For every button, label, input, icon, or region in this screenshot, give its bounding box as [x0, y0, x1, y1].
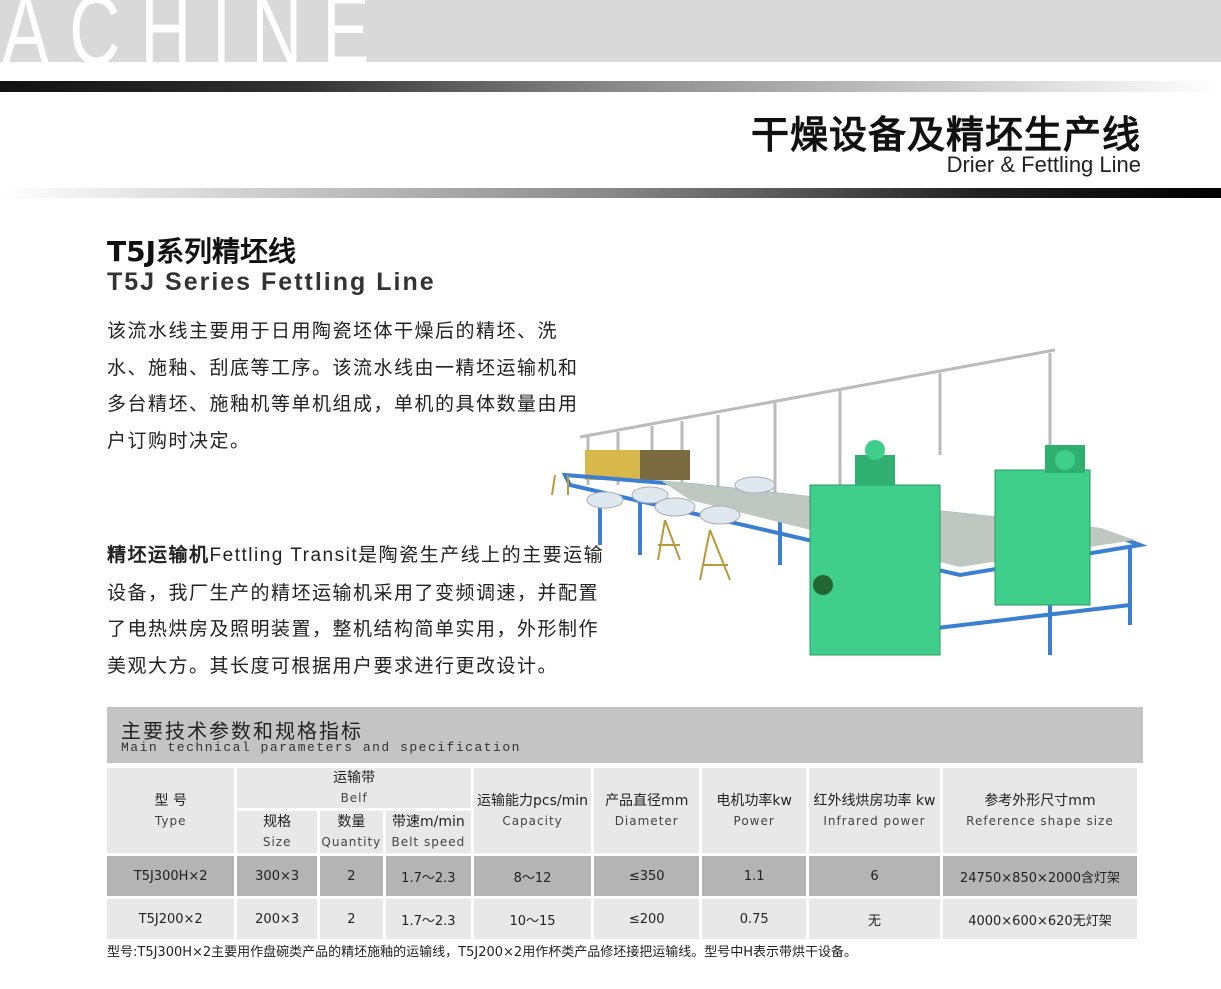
cell-infrared: 无 [809, 899, 940, 939]
divider-bar [0, 188, 1221, 198]
stands [551, 474, 731, 581]
cell-capacity: 8～12 [473, 856, 592, 896]
table-note: 型号:T5J300H×2主要用作盘碗类产品的精坯施釉的运输线，T5J200×2用… [107, 945, 857, 960]
transit-text: 是陶瓷生产线上的主要运输设备，我厂生产的精坯运输机采用了变频调速，并配置了电热烘… [107, 544, 605, 677]
table-title: 主要技术参数和规格指标 [121, 719, 363, 743]
transit-lead: 精坯运输机 [107, 544, 210, 566]
divider-bar [0, 81, 1221, 92]
cell-shape: 24750×850×2000含灯架 [942, 856, 1137, 896]
intro-paragraph: 该流水线主要用于日用陶瓷坯体干燥后的精坯、洗水、施釉、刮底等工序。该流水线由一精… [107, 320, 579, 452]
fettling-machine-1 [809, 440, 941, 656]
dryer-box [585, 450, 690, 480]
cell-shape: 4000×600×620无灯架 [942, 899, 1137, 939]
cell-size: 300×3 [237, 856, 317, 896]
table-row: T5J200×2 200×3 2 1.7～2.3 10～15 ≤200 0.75… [107, 899, 1137, 939]
cell-quantity: 2 [319, 899, 383, 939]
cell-capacity: 10～15 [473, 899, 592, 939]
table-row: T5J300H×2 300×3 2 1.7～2.3 8～12 ≤350 1.1 … [107, 856, 1137, 896]
cell-speed: 1.7～2.3 [385, 856, 471, 896]
cell-infrared: 6 [809, 856, 940, 896]
plates [586, 476, 776, 525]
cell-power: 1.1 [702, 856, 807, 896]
page-title: 干燥设备及精坯生产线 [750, 113, 1141, 157]
banner-watermark: ACHINE [2, 0, 390, 85]
cell-speed: 1.7～2.3 [385, 899, 471, 939]
page-subtitle: Drier & Fettling Line [946, 152, 1141, 177]
product-photo [551, 348, 1148, 656]
cell-power: 0.75 [702, 899, 807, 939]
fettling-machine-2 [994, 445, 1091, 606]
section-subtitle: T5J Series Fettling Line [107, 268, 436, 296]
table-subtitle: Main technical parameters and specificat… [121, 740, 521, 755]
transit-lead-en: Fettling Transit [209, 545, 359, 566]
cell-type: T5J300H×2 [107, 856, 235, 896]
section-title: T5J系列精坯线 [107, 235, 297, 268]
table-title-band: 主要技术参数和规格指标 Main technical parameters an… [107, 707, 1143, 763]
transit-paragraph: 精坯运输机Fettling Transit是陶瓷生产线上的主要运输设备，我厂生产… [107, 537, 607, 684]
cell-quantity: 2 [319, 856, 383, 896]
cell-diameter: ≤200 [594, 899, 700, 939]
cell-size: 200×3 [237, 899, 317, 939]
cell-diameter: ≤350 [594, 856, 700, 896]
cell-type: T5J200×2 [107, 899, 235, 939]
top-banner: ACHINE [0, 0, 1221, 85]
